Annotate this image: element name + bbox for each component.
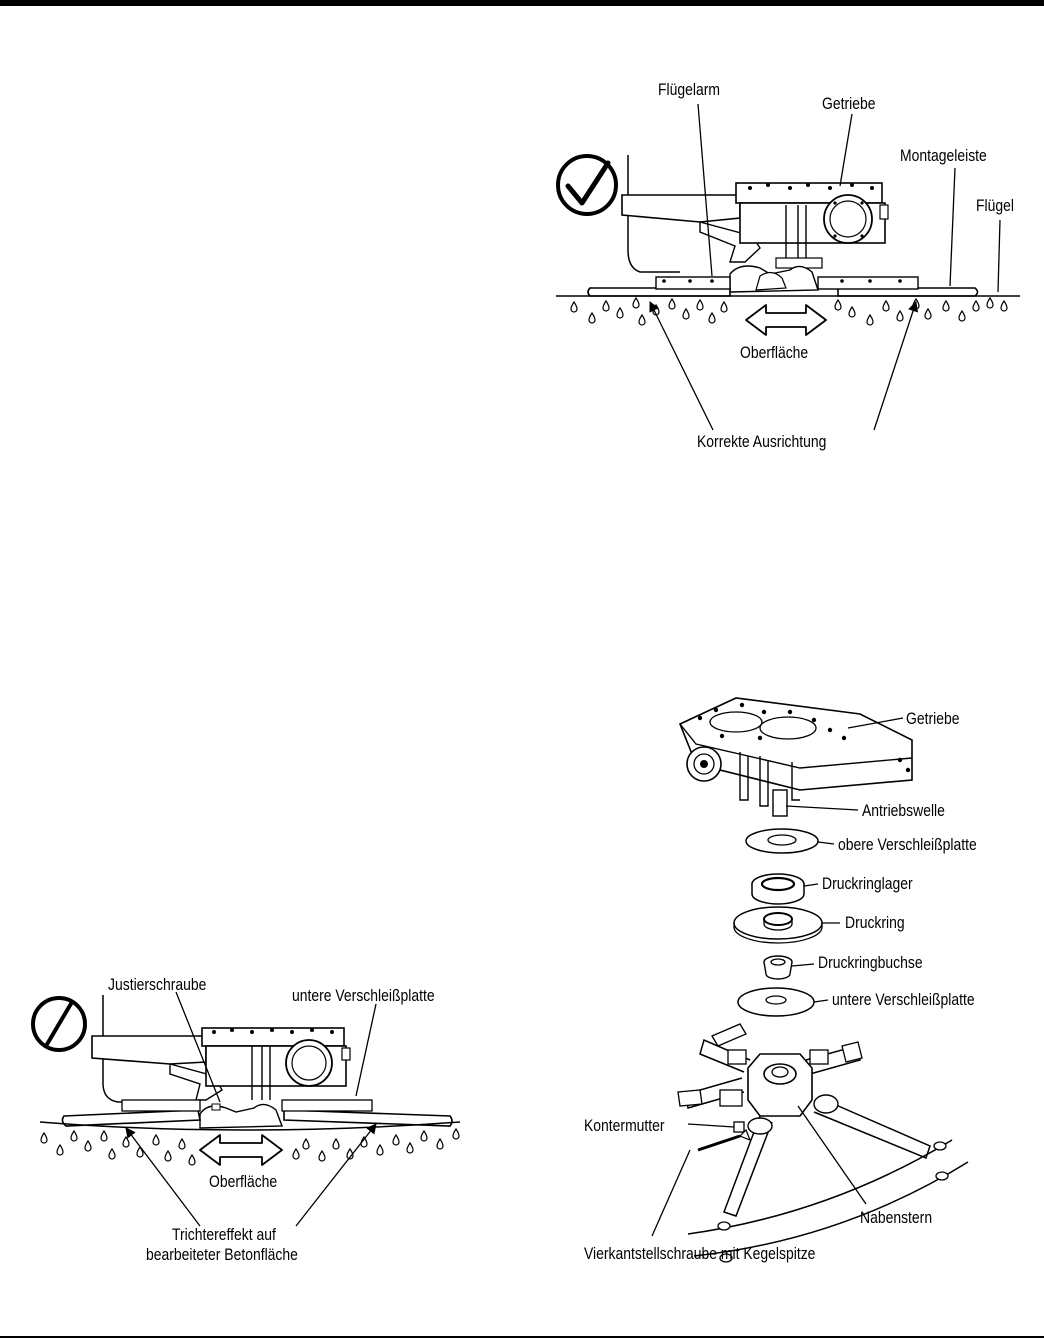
label-correct-alignment: Korrekte Ausrichtung: [697, 432, 827, 451]
label-funnel-effect-line2: bearbeiteter Betonfläche: [146, 1245, 298, 1264]
check-circle-icon: [556, 154, 618, 216]
label-lock-nut: Kontermutter: [584, 1116, 665, 1135]
label-mounting-bar: Montageleiste: [900, 146, 987, 165]
label-hub-star: Nabenstern: [860, 1208, 933, 1227]
label-gearbox: Getriebe: [906, 709, 960, 728]
label-thrust-ring-bushing: Druckringbuchse: [818, 953, 923, 972]
label-thrust-ring: Druckring: [845, 913, 905, 932]
surface-direction-arrow: [745, 304, 827, 336]
label-lower-wear-plate: untere Verschleißplatte: [832, 990, 975, 1009]
figure-exploded-view: [651, 697, 969, 1263]
label-lower-wear-plate: untere Verschleißplatte: [292, 986, 435, 1005]
label-blade: Flügel: [976, 196, 1014, 215]
surface-direction-arrow: [199, 1134, 283, 1166]
label-wing-arm: Flügelarm: [658, 80, 720, 99]
label-upper-wear-plate: obere Verschleißplatte: [838, 835, 977, 854]
label-gearbox: Getriebe: [822, 94, 876, 113]
bottom-rule: [0, 1336, 1044, 1338]
label-adjusting-screw: Justierschraube: [108, 975, 207, 994]
label-surface: Oberfläche: [209, 1172, 278, 1191]
label-surface: Oberfläche: [740, 343, 809, 362]
label-drive-shaft: Antriebswelle: [862, 801, 945, 820]
figure-funnel-effect: [31, 991, 461, 1227]
label-thrust-bearing: Druckringlager: [822, 874, 913, 893]
label-funnel-effect-line1: Trichtereffekt auf: [172, 1225, 276, 1244]
figure-correct-alignment: [556, 103, 1020, 431]
prohibited-circle-icon: [31, 996, 87, 1052]
top-rule: [0, 0, 1044, 6]
label-square-set-screw: Vierkantstellschraube mit Kegelspitze: [584, 1244, 816, 1263]
